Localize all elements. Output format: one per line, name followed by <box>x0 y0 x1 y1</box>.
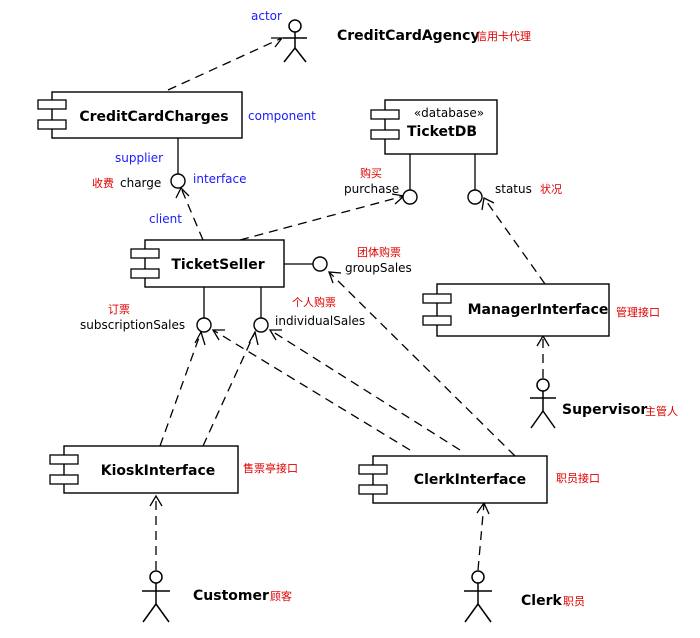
dependency-kiosk-to-subscription <box>159 331 202 447</box>
component-ticketseller[interactable]: TicketSeller <box>130 239 285 288</box>
arrowhead <box>211 329 225 341</box>
component-tab <box>358 464 388 475</box>
meta-label-supplier: supplier <box>115 151 163 165</box>
component-ticketdb[interactable]: «database» TicketDB <box>370 99 498 155</box>
component-tab <box>49 474 79 485</box>
meta-label-interface: interface <box>193 172 247 186</box>
charge-label: charge <box>120 176 161 190</box>
subscriptionsales-interface[interactable] <box>196 317 212 333</box>
component-name: TicketSeller <box>171 257 264 273</box>
component-tab <box>422 293 452 304</box>
charge-cn-label: 收费 <box>92 176 114 190</box>
meta-label-client: client <box>149 212 182 226</box>
dependency-clerk-to-groupsales <box>328 271 516 457</box>
component-name: KioskInterface <box>101 463 216 479</box>
groupsales-label: groupSales <box>345 261 412 275</box>
actor-customer-icon[interactable] <box>142 570 170 623</box>
actor-name: Supervisor <box>562 402 647 418</box>
arrowhead <box>271 37 284 48</box>
arrowhead <box>268 329 282 341</box>
individualsales-label: individualSales <box>275 314 365 328</box>
component-tab <box>370 109 400 120</box>
realizations <box>177 138 476 318</box>
status-label: status <box>495 182 532 196</box>
meta-label-actor: actor <box>251 9 282 23</box>
component-tab <box>130 268 160 279</box>
component-clerkinterface[interactable]: ClerkInterface <box>358 455 548 504</box>
actor-cn-label: 主管人 <box>645 404 678 418</box>
component-creditcardcharges[interactable]: CreditCardCharges <box>37 91 243 139</box>
component-tab <box>49 454 79 465</box>
component-managerinterface[interactable]: ManagerInterface <box>422 283 610 337</box>
dependency-kiosk-to-individual <box>202 331 256 447</box>
component-name: TicketDB <box>407 124 477 140</box>
status-interface[interactable] <box>467 189 483 205</box>
arrowhead <box>481 197 495 211</box>
groupsales-interface[interactable] <box>312 256 328 272</box>
component-name: ClerkInterface <box>414 472 526 488</box>
component-tab <box>370 129 400 140</box>
actor-supervisor-icon[interactable] <box>530 378 556 429</box>
actor-cn-label: 信用卡代理 <box>476 30 531 43</box>
dependencies <box>149 37 550 571</box>
component-tab <box>130 248 160 259</box>
subscriptionsales-label: subscriptionSales <box>80 318 185 332</box>
component-tab <box>37 119 67 130</box>
component-name: ManagerInterface <box>468 302 609 318</box>
purchase-interface[interactable] <box>402 189 418 205</box>
purchase-cn-label: 购买 <box>360 166 382 180</box>
arrowhead <box>248 330 259 346</box>
actor-name: Customer <box>193 588 269 604</box>
dependency-clerk-to-clerkinterface <box>477 502 485 571</box>
component-tab <box>422 315 452 326</box>
actor-clerk-icon[interactable] <box>464 570 492 623</box>
actor-name: Clerk <box>521 593 562 609</box>
actor-cn-label: 顾客 <box>270 589 292 603</box>
dependency-charges-to-agency <box>167 37 283 91</box>
dependency-manager-to-status <box>483 197 546 285</box>
component-name: CreditCardCharges <box>79 109 228 125</box>
kioskinterface-cn-label: 售票亭接口 <box>243 461 298 475</box>
status-cn-label: 状况 <box>540 182 562 196</box>
clerkinterface-cn-label: 职员接口 <box>556 472 600 485</box>
individualsales-cn-label: 个人购票 <box>292 295 336 309</box>
managerinterface-cn-label: 管理接口 <box>616 305 660 319</box>
dependency-clerk-to-individual <box>269 329 461 451</box>
arrowhead <box>149 494 163 507</box>
dependency-seller-to-charge <box>180 187 204 241</box>
charge-interface[interactable] <box>170 173 186 189</box>
component-tab <box>358 484 388 495</box>
arrowhead <box>328 271 342 284</box>
purchase-label: purchase <box>344 182 399 196</box>
dependency-seller-to-purchase <box>239 195 405 241</box>
actor-creditcardagency-icon[interactable] <box>283 19 307 63</box>
actor-name: CreditCardAgency <box>337 28 480 44</box>
component-tab <box>37 99 67 110</box>
component-kioskinterface[interactable]: KioskInterface <box>49 445 239 494</box>
individualsales-interface[interactable] <box>253 317 269 333</box>
dependency-clerk-to-subscription <box>212 329 411 451</box>
actor-cn-label: 职员 <box>563 595 585 608</box>
stereotype-label: «database» <box>414 106 484 120</box>
groupsales-cn-label: 团体购票 <box>357 245 401 259</box>
subscriptionsales-cn-label: 订票 <box>108 303 130 316</box>
meta-label-component: component <box>248 109 316 123</box>
